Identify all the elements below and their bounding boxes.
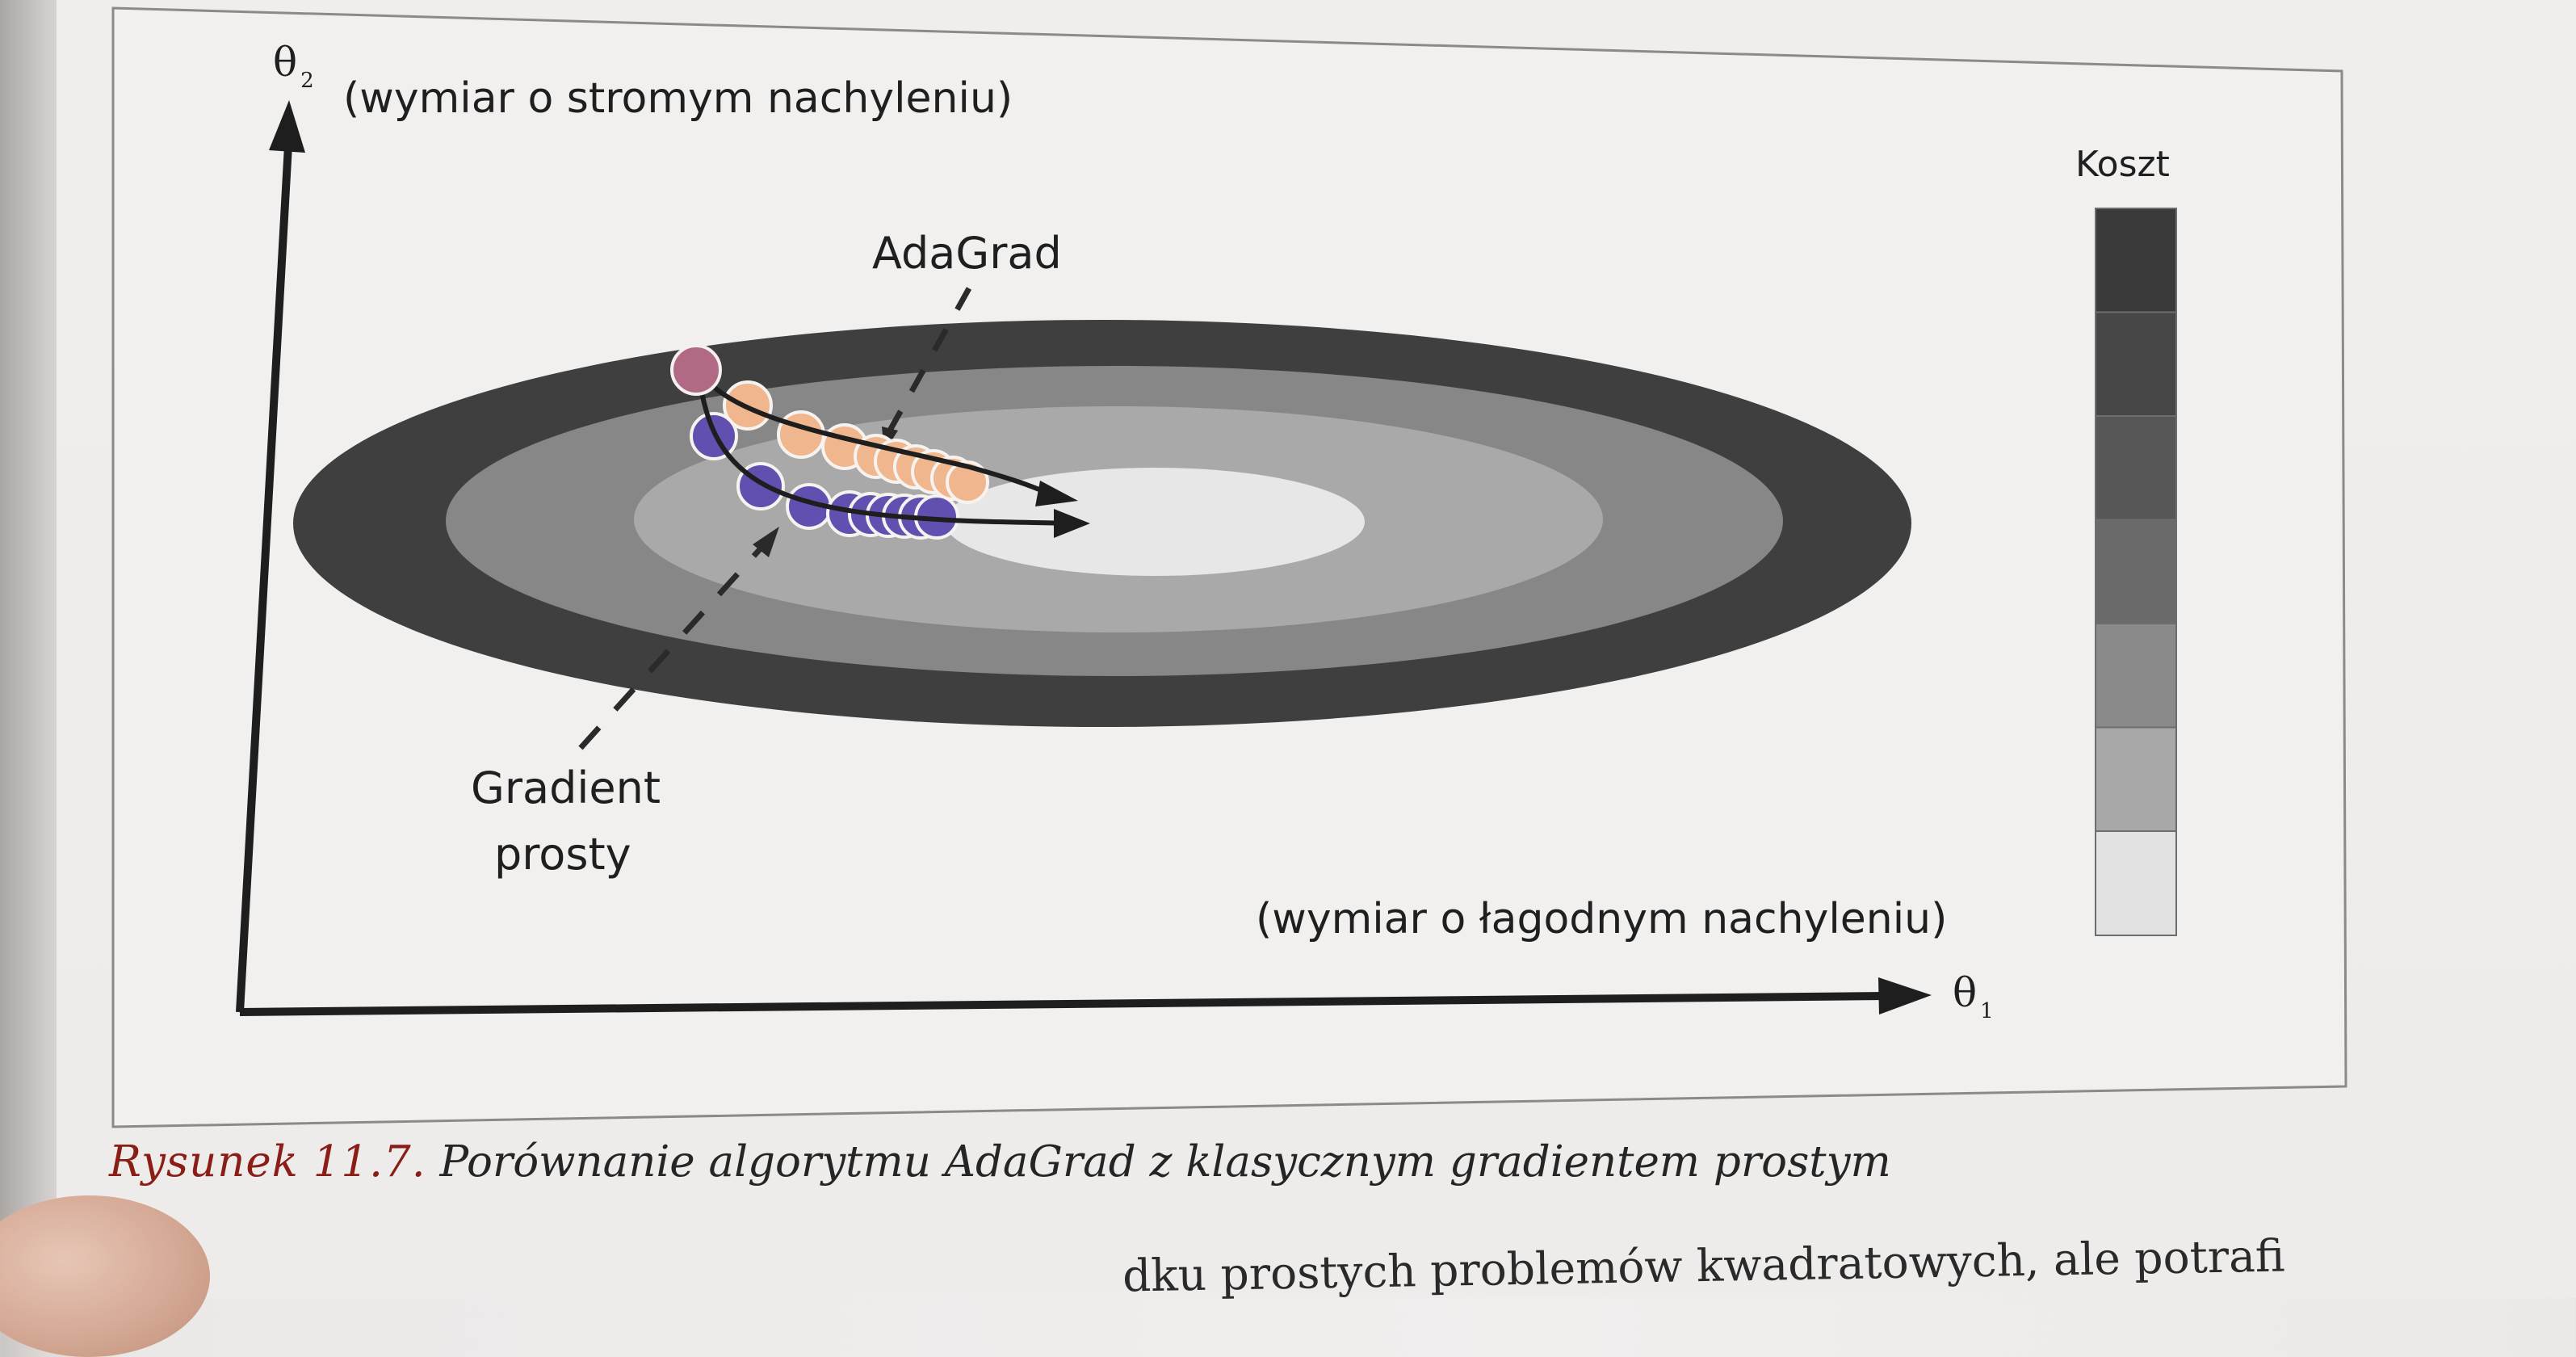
figure-number: Rysunek 11.7. <box>109 1137 426 1187</box>
gradient-pointer-arrowhead <box>753 527 779 557</box>
gradient-descent-trajectory-arrowhead <box>1054 509 1090 538</box>
y-axis-arrowhead <box>269 100 305 153</box>
colorbar-level <box>2095 208 2177 313</box>
start-point <box>670 344 722 396</box>
adagrad-label: AdaGrad <box>872 228 1062 279</box>
colorbar-level <box>2095 311 2177 418</box>
colorbar-level <box>2095 519 2177 625</box>
x-axis-label: (wymiar o łagodnym nachyleniu) <box>1256 895 1948 943</box>
colorbar-title: Koszt <box>2075 144 2170 185</box>
cost-colorbar <box>2095 208 2177 936</box>
cost-contours <box>293 320 1911 727</box>
adagrad-point <box>777 410 825 459</box>
figure-caption: Rysunek 11.7. Porównanie algorytmu AdaGr… <box>109 1137 1891 1187</box>
y-axis-subscript: 2 <box>300 69 314 93</box>
x-axis-subscript: 1 <box>1980 999 1994 1023</box>
colorbar-level <box>2095 415 2177 521</box>
gradient-descent-label-line2: prosty <box>494 829 631 880</box>
gradient-pointer-line <box>578 539 770 750</box>
adagrad-point <box>946 460 989 504</box>
colorbar-level <box>2095 623 2177 729</box>
figure-diagram <box>111 6 2347 1128</box>
y-axis-theta: θ <box>273 39 298 86</box>
adagrad-trajectory-line <box>696 368 1051 497</box>
x-axis-theta: θ <box>1953 969 1978 1016</box>
adagrad-trajectory-arrowhead <box>1035 481 1078 506</box>
gradient-descent-label-line1: Gradient <box>471 763 661 813</box>
colorbar-level <box>2095 726 2177 833</box>
x-axis-arrowhead <box>1878 977 1932 1015</box>
caption-text: Porównanie algorytmu AdaGrad z klasyczny… <box>439 1137 1891 1187</box>
gradient-descent-trajectory-line <box>696 369 1067 526</box>
axes <box>236 100 1932 1016</box>
y-axis-line <box>236 145 292 1013</box>
y-axis-label: (wymiar o stromym nachyleniu) <box>343 74 1013 123</box>
adagrad-pointer-line <box>883 287 972 438</box>
x-axis-line <box>239 992 1887 1016</box>
colorbar-level <box>2095 830 2177 936</box>
